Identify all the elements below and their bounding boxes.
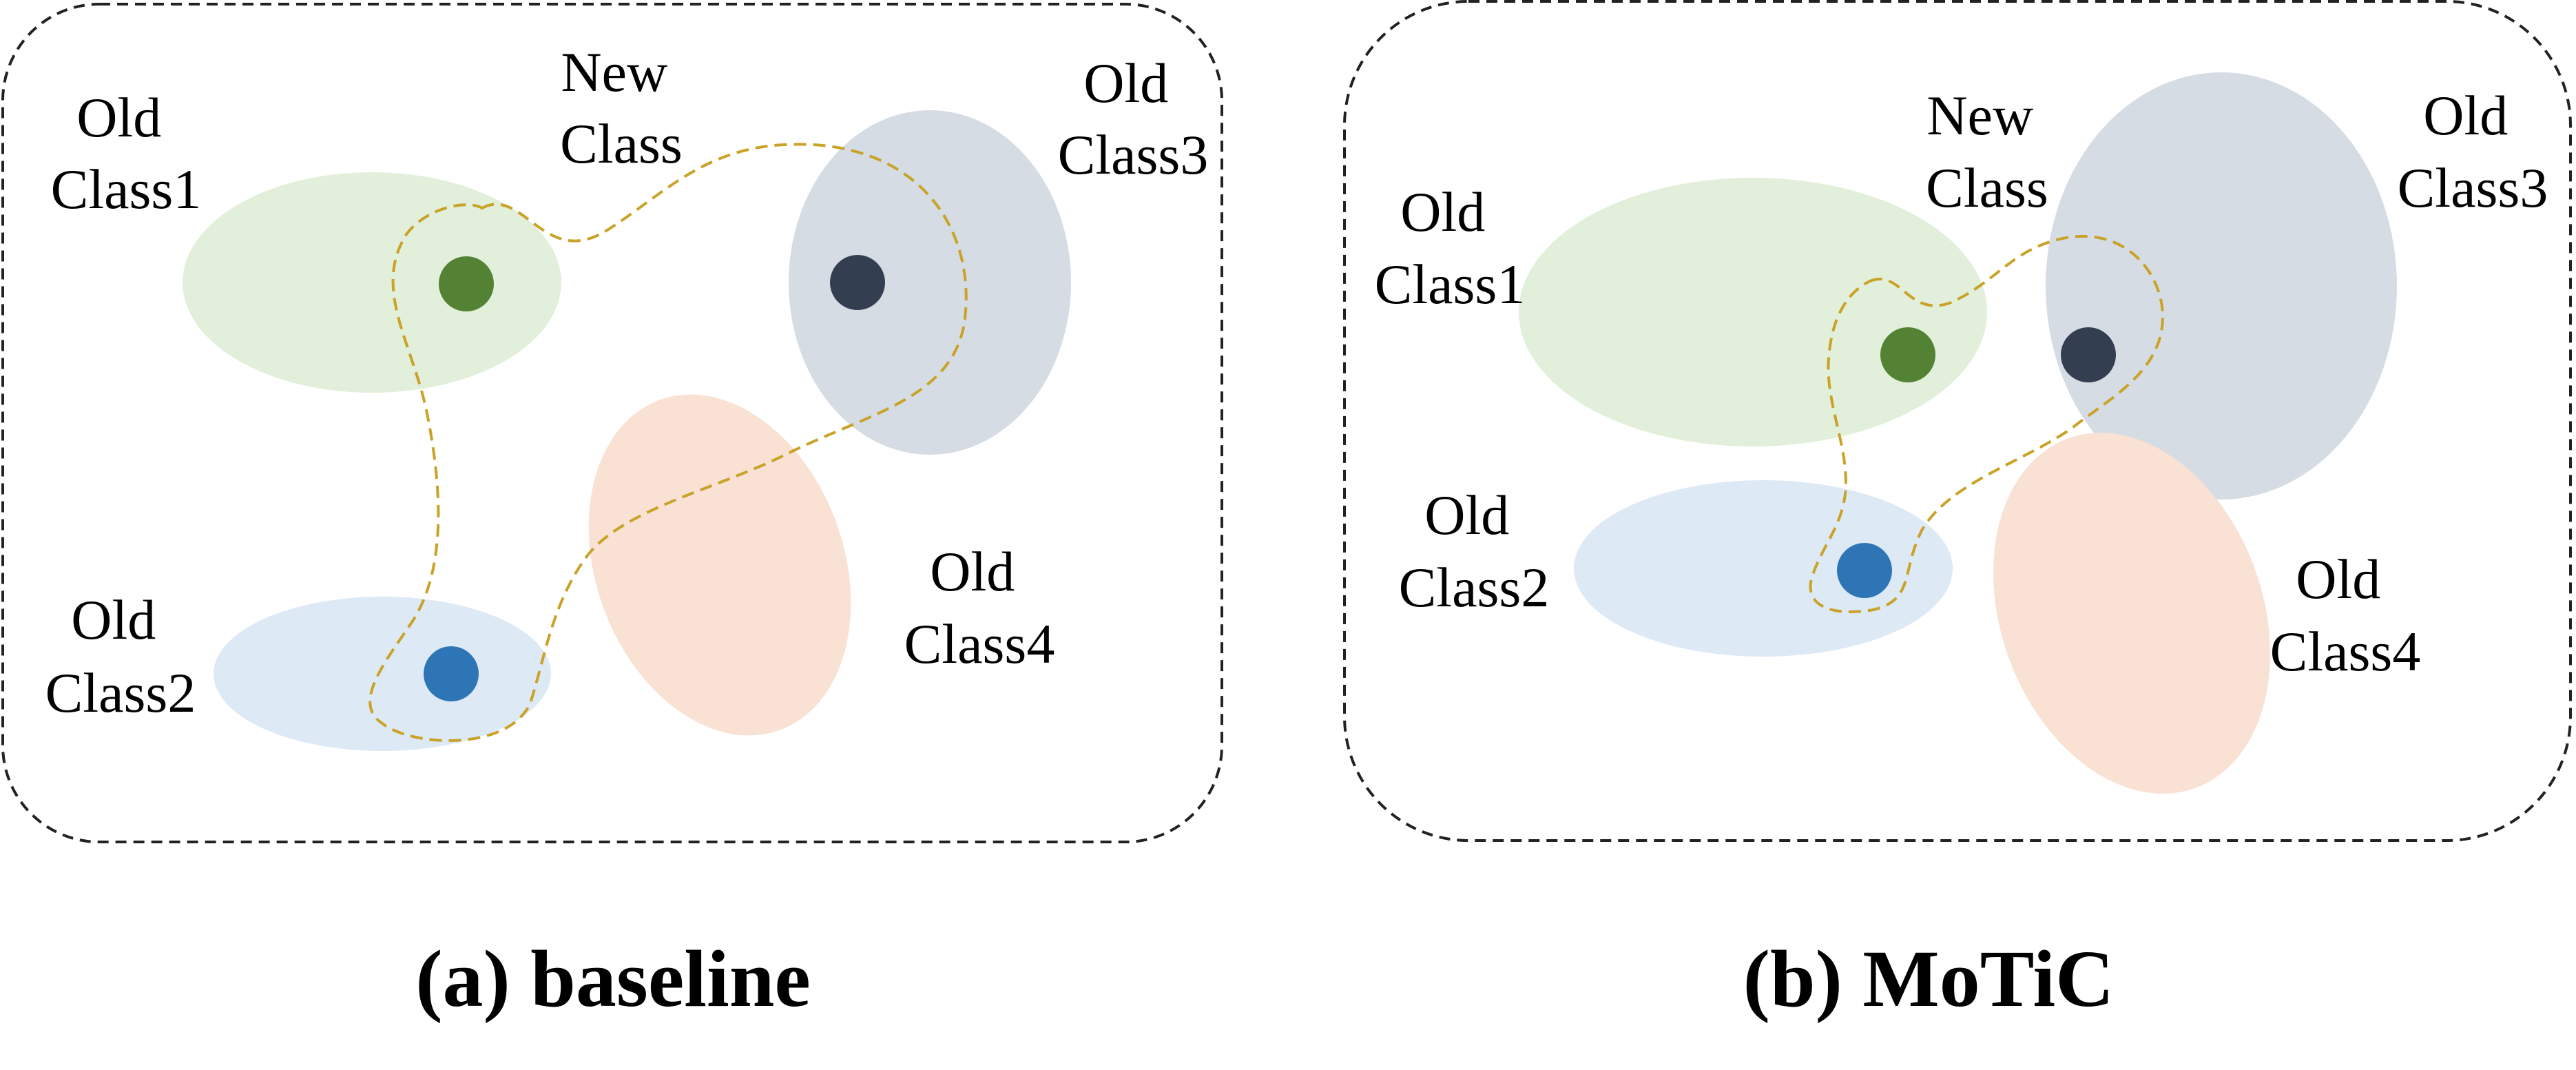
new-class-boundary (368, 143, 968, 742)
label-old-class4: Old Class4 (2270, 548, 2421, 683)
new-class-prototype-dot (424, 646, 479, 701)
panel-frame (1343, 0, 2572, 842)
label-old-class2: Old Class2 (1399, 484, 1550, 619)
label-old-class1: Old Class1 (1375, 181, 1526, 316)
old-class4-region (1993, 433, 2271, 794)
old-class1-region (1519, 178, 1987, 446)
label-old-class2: Old Class2 (45, 588, 196, 724)
new-class-boundary (1809, 235, 2165, 613)
old-class3-prototype-dot (830, 255, 885, 310)
old-class1-prototype-dot (439, 256, 494, 311)
old-class1-prototype-dot (1880, 327, 1935, 382)
old-class4-region (588, 394, 851, 736)
caption-baseline: (a) baseline (415, 934, 811, 1024)
old-class3-region (2046, 72, 2397, 500)
label-old-class3: Old Class3 (2398, 84, 2548, 219)
old-class3-prototype-dot (2061, 327, 2116, 382)
label-new-class: New Class (560, 41, 683, 175)
label-old-class1: Old Class1 (51, 86, 202, 220)
old-class1-region (183, 172, 561, 393)
old-class2-region (1574, 480, 1953, 657)
panel-motic: Old Class1 New Class Old Class3 Old Clas… (1343, 0, 2572, 842)
label-new-class: New Class (1926, 84, 2048, 219)
label-old-class3: Old Class3 (1058, 52, 1209, 186)
panel-baseline: Old Class1 New Class Old Class3 Old Clas… (1, 3, 1223, 843)
new-class-prototype-dot (1837, 543, 1892, 598)
label-old-class4: Old Class4 (904, 540, 1055, 675)
old-class3-region (789, 110, 1071, 455)
caption-motic: (b) MoTiC (1743, 934, 2115, 1024)
old-class2-region (214, 597, 551, 751)
